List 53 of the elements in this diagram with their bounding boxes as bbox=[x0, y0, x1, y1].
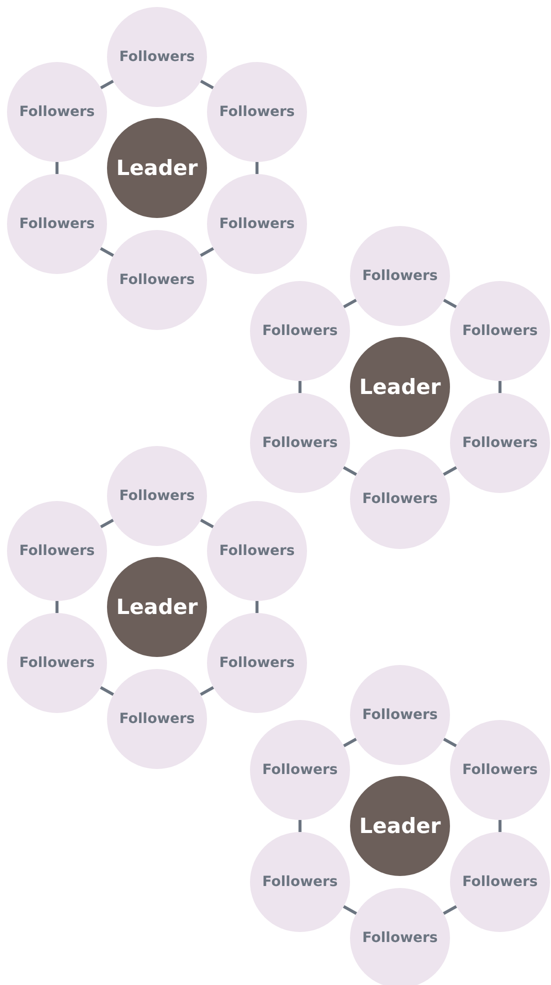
follower-label: Followers bbox=[262, 323, 338, 339]
connector-line bbox=[56, 162, 58, 174]
connector-line bbox=[100, 518, 114, 528]
connector-line bbox=[298, 381, 302, 393]
connector-line bbox=[56, 601, 58, 613]
follower-label: Followers bbox=[462, 762, 538, 778]
follower-label: Followers bbox=[219, 104, 295, 120]
follower-label: Followers bbox=[362, 268, 438, 284]
follower-label: Followers bbox=[262, 762, 338, 778]
follower-label: Followers bbox=[362, 930, 438, 946]
connector-line bbox=[100, 686, 114, 696]
connector-line bbox=[343, 738, 357, 748]
connector-line bbox=[100, 80, 114, 90]
connector-line bbox=[342, 905, 358, 915]
connector-line bbox=[200, 686, 214, 696]
follower-label: Followers bbox=[19, 104, 95, 120]
connector-line bbox=[498, 820, 502, 832]
connector-line bbox=[443, 738, 457, 748]
connector-line bbox=[256, 162, 258, 174]
follower-label: Followers bbox=[119, 711, 195, 727]
leader-label: Leader bbox=[359, 375, 441, 399]
follower-label: Followers bbox=[462, 874, 538, 890]
connector-line bbox=[298, 820, 302, 832]
follower-label: Followers bbox=[219, 543, 295, 559]
follower-label: Followers bbox=[219, 655, 295, 671]
follower-label: Followers bbox=[462, 435, 538, 451]
leader-label: Leader bbox=[116, 156, 198, 180]
connector-line bbox=[343, 298, 357, 308]
follower-label: Followers bbox=[219, 216, 295, 232]
follower-label: Followers bbox=[19, 543, 95, 559]
follower-label: Followers bbox=[262, 435, 338, 451]
connector-line bbox=[443, 298, 457, 308]
connector-line bbox=[342, 466, 358, 476]
follower-label: Followers bbox=[19, 216, 95, 232]
connector-line bbox=[200, 80, 214, 90]
connector-line bbox=[200, 247, 214, 257]
connector-line bbox=[200, 518, 214, 528]
connector-line bbox=[498, 381, 502, 393]
leader-label: Leader bbox=[116, 595, 198, 619]
follower-label: Followers bbox=[262, 874, 338, 890]
follower-label: Followers bbox=[362, 491, 438, 507]
follower-label: Followers bbox=[119, 272, 195, 288]
follower-label: Followers bbox=[119, 49, 195, 65]
follower-label: Followers bbox=[462, 323, 538, 339]
follower-label: Followers bbox=[119, 488, 195, 504]
leader-label: Leader bbox=[359, 814, 441, 838]
connector-line bbox=[100, 247, 114, 257]
follower-label: Followers bbox=[362, 707, 438, 723]
connector-line bbox=[442, 466, 458, 476]
follower-circle bbox=[350, 888, 450, 985]
follower-label: Followers bbox=[19, 655, 95, 671]
connector-line bbox=[442, 905, 458, 915]
connector-line bbox=[256, 601, 258, 613]
